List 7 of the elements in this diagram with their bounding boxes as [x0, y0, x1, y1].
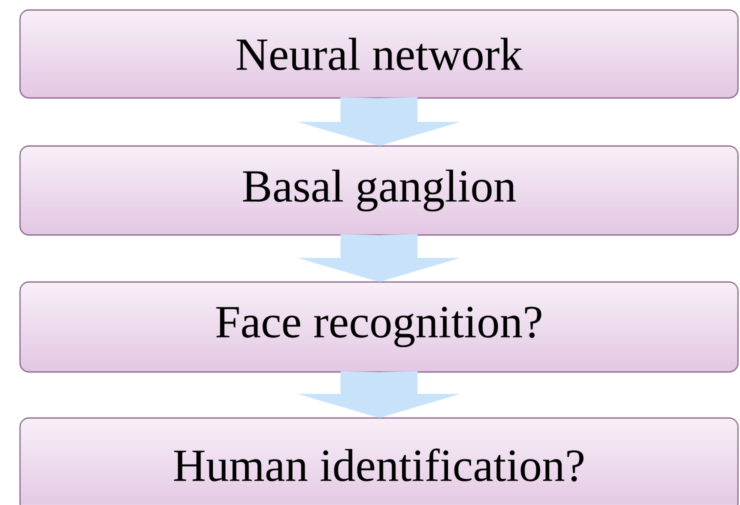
process-box: Basal ganglion [19, 145, 739, 236]
process-box: Neural network [19, 9, 739, 99]
process-box: Human identification? [19, 417, 739, 505]
block-arrow [298, 371, 460, 418]
block-arrow [298, 234, 460, 282]
process-box: Face recognition? [19, 281, 739, 373]
block-arrow [298, 97, 460, 146]
